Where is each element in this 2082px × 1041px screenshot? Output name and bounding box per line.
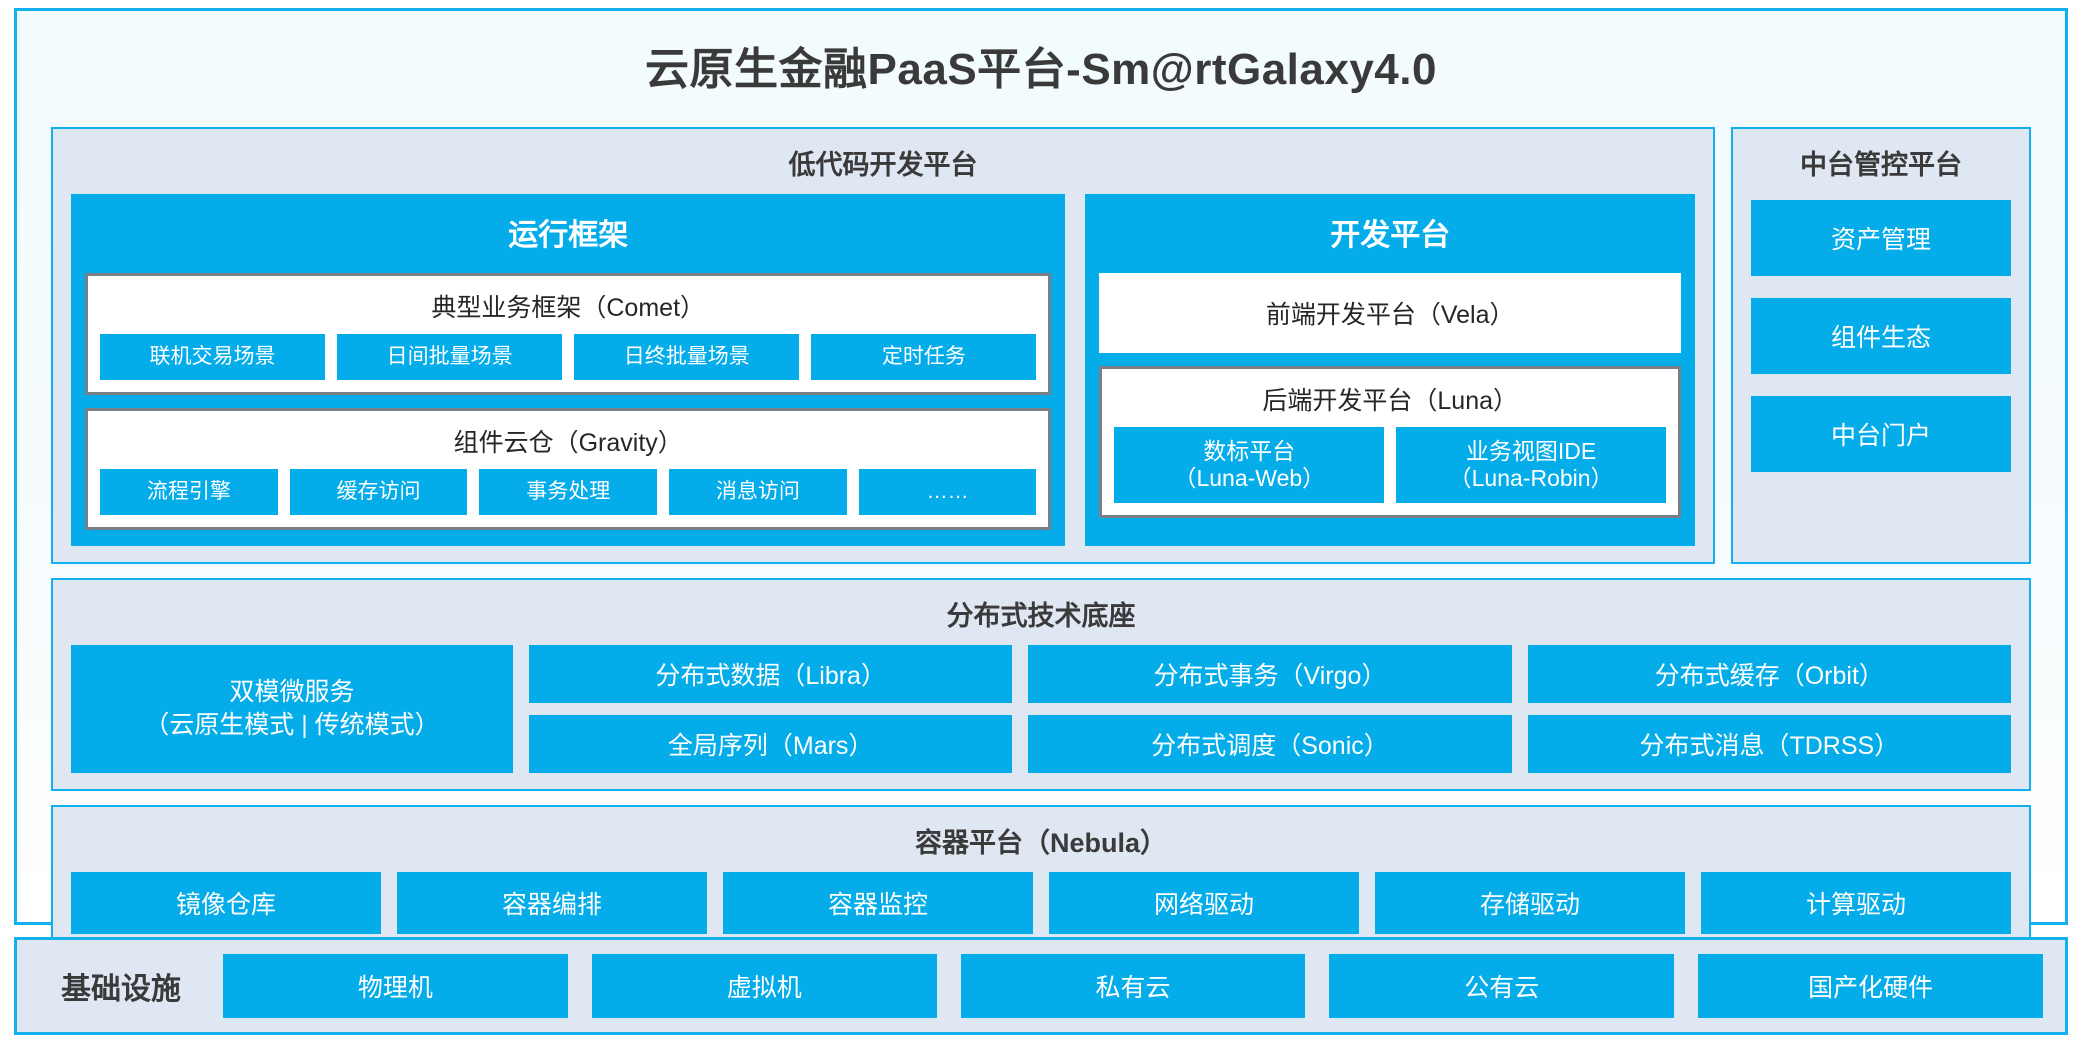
infrastructure-panel: 基础设施 物理机 虚拟机 私有云 公有云 国产化硬件 <box>14 937 2068 1035</box>
infrastructure-label: 基础设施 <box>61 973 181 1006</box>
midoffice-platform-title: 中台管控平台 <box>1800 150 1962 180</box>
comet-title: 典型业务框架（Comet） <box>431 294 706 322</box>
luna-tile-luna-web[interactable]: 数标平台 （Luna-Web） <box>1114 427 1385 503</box>
infrastructure-tiles: 物理机 虚拟机 私有云 公有云 国产化硬件 <box>223 954 2043 1018</box>
infrastructure-tile-public-cloud[interactable]: 公有云 <box>1329 954 1675 1018</box>
dual-mode-line2: （云原生模式 | 传统模式） <box>144 711 440 739</box>
dist-tile-mars[interactable]: 全局序列（Mars） <box>529 715 1013 773</box>
luna-robin-line2: （Luna-Robin） <box>1448 465 1614 491</box>
comet-group: 典型业务框架（Comet） 联机交易场景 日间批量场景 日终批量场景 定时任务 <box>85 273 1052 395</box>
comet-tile-intraday-batch[interactable]: 日间批量场景 <box>337 334 563 380</box>
dist-tile-tdrss[interactable]: 分布式消息（TDRSS） <box>1527 715 2011 773</box>
comet-tile-online-transaction[interactable]: 联机交易场景 <box>100 334 326 380</box>
vela-group[interactable]: 前端开发平台（Vela） <box>1099 273 1681 353</box>
gravity-tile-message-access[interactable]: 消息访问 <box>669 469 847 515</box>
container-tile-image-registry[interactable]: 镜像仓库 <box>71 872 381 934</box>
midoffice-item-portal[interactable]: 中台门户 <box>1751 396 2011 472</box>
container-tile-monitoring[interactable]: 容器监控 <box>723 872 1033 934</box>
distributed-column-1: 分布式数据（Libra） 全局序列（Mars） <box>529 645 1013 773</box>
container-tile-network-driver[interactable]: 网络驱动 <box>1049 872 1359 934</box>
dist-tile-libra[interactable]: 分布式数据（Libra） <box>529 645 1013 703</box>
infrastructure-tile-physical-machine[interactable]: 物理机 <box>223 954 568 1018</box>
development-platform-card: 开发平台 前端开发平台（Vela） 后端开发平台（Luna） 数标平台 （Lun <box>1085 194 1695 546</box>
luna-web-line1: 数标平台 <box>1203 437 1296 464</box>
lowcode-body: 运行框架 典型业务框架（Comet） 联机交易场景 日间批量场景 日终批量场景 … <box>71 194 1695 546</box>
infrastructure-tile-private-cloud[interactable]: 私有云 <box>960 954 1306 1018</box>
comet-tile-eod-batch[interactable]: 日终批量场景 <box>574 334 800 380</box>
luna-group: 后端开发平台（Luna） 数标平台 （Luna-Web） <box>1099 366 1681 518</box>
dual-mode-line1: 双模微服务 <box>229 677 355 706</box>
infrastructure-tile-virtual-machine[interactable]: 虚拟机 <box>591 954 937 1018</box>
gravity-tiles: 流程引擎 缓存访问 事务处理 消息访问 …… <box>100 469 1037 515</box>
runtime-framework-title: 运行框架 <box>508 219 629 252</box>
gravity-tile-process-engine[interactable]: 流程引擎 <box>100 469 278 515</box>
midoffice-items: 资产管理 组件生态 中台门户 <box>1751 194 2011 472</box>
lowcode-platform-title: 低代码开发平台 <box>788 150 978 180</box>
gravity-tile-transaction-processing[interactable]: 事务处理 <box>479 469 658 515</box>
container-tile-compute-driver[interactable]: 计算驱动 <box>1701 872 2011 934</box>
infrastructure-tile-domestic-hardware[interactable]: 国产化硬件 <box>1698 954 2043 1018</box>
container-platform-panel: 容器平台（Nebula） 镜像仓库 容器编排 容器监控 网络驱动 存储驱动 计算… <box>51 805 2031 952</box>
container-tile-storage-driver[interactable]: 存储驱动 <box>1375 872 1685 934</box>
gravity-tile-more[interactable]: …… <box>858 469 1037 515</box>
vela-title: 前端开发平台（Vela） <box>1265 301 1515 329</box>
runtime-framework-card: 运行框架 典型业务框架（Comet） 联机交易场景 日间批量场景 日终批量场景 … <box>71 194 1066 546</box>
midoffice-platform-panel: 中台管控平台 资产管理 组件生态 中台门户 <box>1731 127 2031 564</box>
distributed-column-3: 分布式缓存（Orbit） 分布式消息（TDRSS） <box>1527 645 2011 773</box>
distributed-column-2: 分布式事务（Virgo） 分布式调度（Sonic） <box>1028 645 1512 773</box>
dist-tile-sonic[interactable]: 分布式调度（Sonic） <box>1028 715 1512 773</box>
page-title: 云原生金融PaaS平台-Sm@rtGalaxy4.0 <box>645 45 1437 94</box>
midoffice-item-asset-management[interactable]: 资产管理 <box>1751 200 2011 276</box>
comet-tiles: 联机交易场景 日间批量场景 日终批量场景 定时任务 <box>100 334 1037 380</box>
gravity-group: 组件云仓（Gravity） 流程引擎 缓存访问 事务处理 消息访问 …… <box>85 408 1052 530</box>
top-row: 低代码开发平台 运行框架 典型业务框架（Comet） 联机交易场景 日间批量场景… <box>51 127 2031 564</box>
container-platform-title: 容器平台（Nebula） <box>914 828 1168 858</box>
development-platform-title: 开发平台 <box>1330 219 1451 252</box>
platform-frame: 云原生金融PaaS平台-Sm@rtGalaxy4.0 低代码开发平台 运行框架 … <box>14 8 2068 952</box>
luna-web-line2: （Luna-Web） <box>1173 465 1326 491</box>
container-tiles: 镜像仓库 容器编排 容器监控 网络驱动 存储驱动 计算驱动 <box>71 872 2011 934</box>
midoffice-item-component-ecosystem[interactable]: 组件生态 <box>1751 298 2011 374</box>
dist-tile-dual-mode-microservice[interactable]: 双模微服务 （云原生模式 | 传统模式） <box>71 645 513 773</box>
lowcode-platform-panel: 低代码开发平台 运行框架 典型业务框架（Comet） 联机交易场景 日间批量场景… <box>51 127 1715 564</box>
gravity-title: 组件云仓（Gravity） <box>453 429 683 457</box>
gravity-tile-cache-access[interactable]: 缓存访问 <box>289 469 468 515</box>
dist-tile-virgo[interactable]: 分布式事务（Virgo） <box>1028 645 1512 703</box>
luna-title: 后端开发平台（Luna） <box>1262 387 1519 415</box>
luna-robin-line1: 业务视图IDE <box>1465 437 1597 464</box>
container-tile-orchestration[interactable]: 容器编排 <box>397 872 707 934</box>
luna-tiles: 数标平台 （Luna-Web） 业务视图IDE （Luna-Robin） <box>1114 427 1666 503</box>
luna-tile-luna-robin[interactable]: 业务视图IDE （Luna-Robin） <box>1396 427 1666 503</box>
dist-tile-orbit[interactable]: 分布式缓存（Orbit） <box>1527 645 2011 703</box>
comet-tile-scheduled-task[interactable]: 定时任务 <box>811 334 1037 380</box>
distributed-base-panel: 分布式技术底座 双模微服务 （云原生模式 | 传统模式） 分布式数据（Libra… <box>51 578 2031 791</box>
distributed-body: 双模微服务 （云原生模式 | 传统模式） 分布式数据（Libra） 全局序列（M… <box>71 645 2011 773</box>
distributed-base-title: 分布式技术底座 <box>946 601 1136 631</box>
